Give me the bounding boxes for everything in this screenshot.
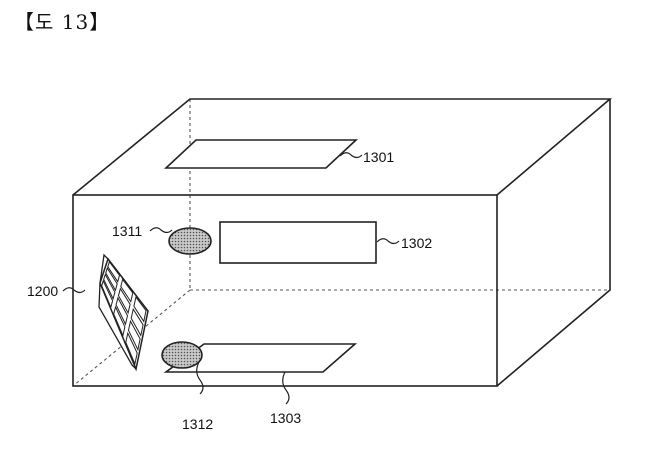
- leader-1302: [376, 238, 400, 245]
- grid-cell: [103, 273, 116, 301]
- grid-device-1200: [98, 253, 149, 372]
- leader-1301: [339, 152, 363, 159]
- label-1312: 1312: [182, 416, 213, 432]
- label-1301: 1301: [363, 149, 394, 165]
- sensor-1311: [168, 227, 212, 255]
- box-outline: [72, 98, 613, 387]
- leader-1312: [196, 361, 204, 395]
- grid-cell: [117, 287, 131, 315]
- figure-title: 【도 13】: [14, 10, 111, 34]
- grid-cell: [125, 331, 138, 366]
- label-1302: 1302: [401, 235, 432, 251]
- grid-cell: [127, 319, 141, 352]
- grid-cell: [113, 305, 126, 338]
- wall-panel-1302: [219, 221, 377, 264]
- leader-1303: [282, 371, 290, 405]
- leader-1200: [62, 287, 86, 294]
- grid-cell: [115, 296, 129, 326]
- sensor-1312: [161, 341, 203, 369]
- grid-cell: [130, 307, 144, 337]
- label-1311: 1311: [112, 223, 142, 239]
- label-1200: 1200: [27, 283, 58, 299]
- grid-cell: [133, 296, 147, 323]
- grid-cell: [107, 260, 121, 283]
- grid-cell: [105, 267, 118, 292]
- grid-cell: [120, 278, 134, 303]
- leader-1311: [149, 227, 173, 234]
- ceiling-panel-1301: [163, 139, 359, 169]
- label-1303: 1303: [270, 410, 301, 426]
- hidden-edges: [72, 99, 610, 387]
- grid-cell: [101, 279, 114, 309]
